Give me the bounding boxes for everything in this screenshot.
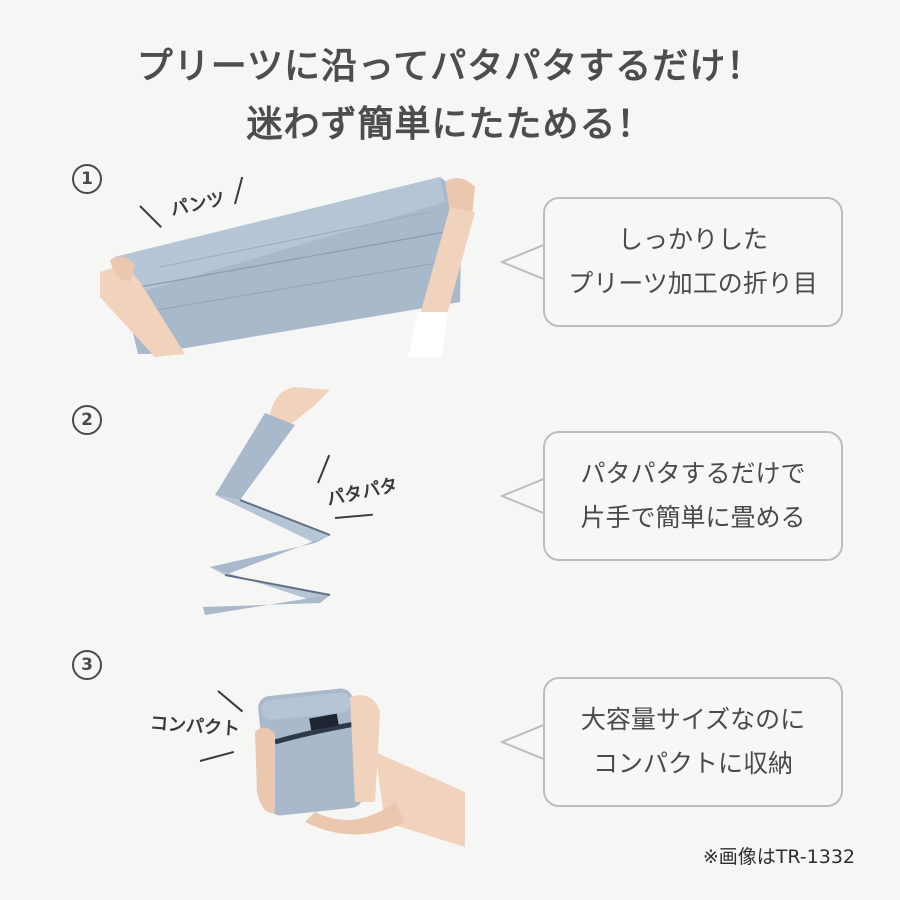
step-3-number: 3 xyxy=(72,650,102,680)
step-1-number: 1 xyxy=(72,164,102,194)
step-2-bubble-line-2: 片手で簡単に畳める xyxy=(580,503,806,532)
step-2-number: 2 xyxy=(72,405,102,435)
pants-spread-photo xyxy=(100,177,475,357)
bubble-3-tail xyxy=(500,722,546,762)
page-title: プリーツに沿ってパタパタするだけ！ 迷わず簡単にたためる！ xyxy=(0,38,900,154)
compact-pouch-photo xyxy=(255,688,465,847)
pleated-folding-photo xyxy=(203,387,331,615)
step-2-bubble: パタパタするだけで 片手で簡単に畳める xyxy=(543,431,843,561)
step-2-accent-line-bottom xyxy=(334,513,373,519)
step-1-bubble-line-1: しっかりした xyxy=(617,225,768,254)
step-3-bubble: 大容量サイズなのに コンパクトに収納 xyxy=(543,677,843,807)
step-2-bubble-line-1: パタパタするだけで xyxy=(580,459,806,488)
title-line-1: プリーツに沿ってパタパタするだけ！ xyxy=(136,46,764,87)
title-line-2: 迷わず簡単にたためる！ xyxy=(246,104,654,145)
step-3-accent-line-bottom xyxy=(199,750,235,762)
step-1-bubble-line-2: プリーツ加工の折り目 xyxy=(568,269,818,298)
bubble-2-tail xyxy=(500,476,546,516)
step-3-label: コンパクト xyxy=(149,712,241,741)
step-3-accent-line-top xyxy=(217,690,244,713)
step-1-bubble: しっかりした プリーツ加工の折り目 xyxy=(543,197,843,327)
bubble-1-tail xyxy=(500,242,546,282)
step-3-bubble-line-1: 大容量サイズなのに xyxy=(580,705,806,734)
step-3-bubble-line-2: コンパクトに収納 xyxy=(592,749,793,778)
image-note: ※画像はTR-1332 xyxy=(702,846,855,868)
